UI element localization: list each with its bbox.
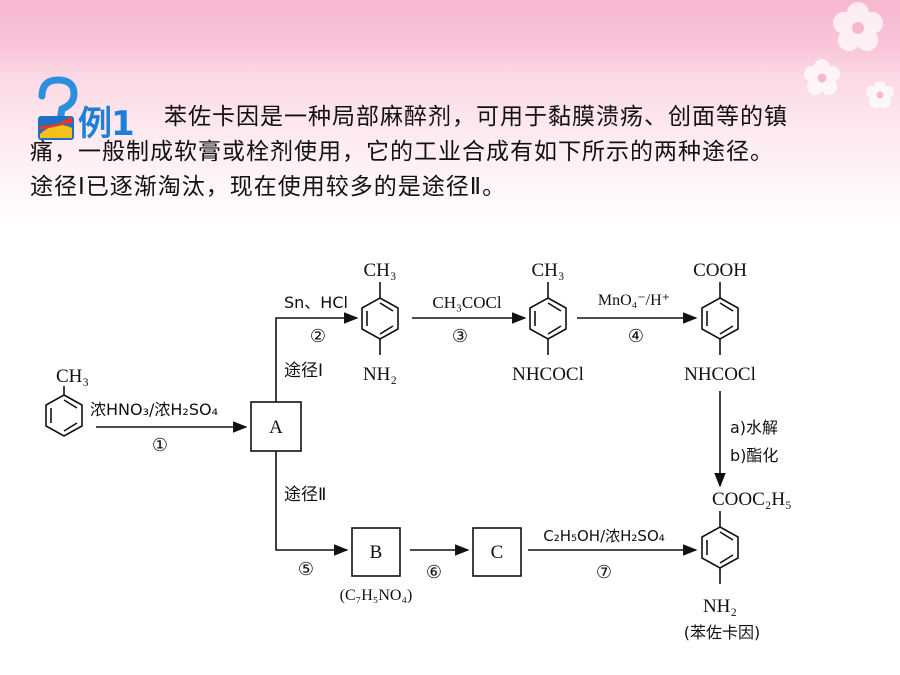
arrow-step-2 xyxy=(275,312,359,402)
step-1-label: ① xyxy=(152,435,168,456)
step-3-label: ③ xyxy=(452,326,468,347)
box-c xyxy=(472,527,522,577)
reagent-2: Sn、HCl xyxy=(284,293,348,312)
compound-3-ring xyxy=(701,282,739,355)
reagent-5b: b)酯化 xyxy=(730,446,778,465)
arrow-step-5 xyxy=(275,451,349,556)
header-fade xyxy=(0,78,900,228)
reagent-4: MnO₄⁻/H⁺ xyxy=(598,292,670,309)
problem-line-3: 途径Ⅰ已逐渐淘汰，现在使用较多的是途径Ⅱ。 xyxy=(30,174,507,200)
problem-line-1: 苯佐卡因是一种局部麻醉剂，可用于黏膜溃疡、创面等的镇 xyxy=(164,104,788,130)
problem-line-2: 痛，一般制成软膏或栓剂使用，它的工业合成有如下所示的两种途径。 xyxy=(30,139,774,165)
product-name: (苯佐卡因) xyxy=(684,623,761,642)
product-ring xyxy=(701,511,739,584)
header-band xyxy=(0,0,900,78)
product-nh2: NH₂ xyxy=(703,596,737,617)
toluene-ch3: CH₃ xyxy=(56,366,89,387)
reagent-5a: a)水解 xyxy=(730,418,778,437)
route-2-label: 途径Ⅱ xyxy=(284,485,326,505)
box-c-label: C xyxy=(491,542,504,563)
step-2-label: ② xyxy=(310,326,326,347)
compound-1-nh2: NH₂ xyxy=(363,364,397,385)
box-b xyxy=(351,527,401,577)
compound-1-ch3: CH₃ xyxy=(363,260,396,281)
compound-3-nhcocl: NHCOCl xyxy=(684,364,756,385)
b-formula: (C₇H₅NO₄) xyxy=(340,587,413,604)
example-label: 例1 xyxy=(78,104,135,144)
step-6-label: ⑥ xyxy=(426,562,442,583)
compound-2-ring xyxy=(529,282,567,355)
compound-1-ring xyxy=(361,282,399,355)
toluene-ring xyxy=(45,386,83,437)
step-5-label: ⑤ xyxy=(298,559,314,580)
compound-2-nhcocl: NHCOCl xyxy=(512,364,584,385)
step-4-label: ④ xyxy=(628,326,644,347)
step-7-label: ⑦ xyxy=(596,562,612,583)
compound-3-cooh: COOH xyxy=(693,260,747,281)
problem-text: 苯佐卡因是一种局部麻醉剂，可用于黏膜溃疡、创面等的镇 痛，一般制成软膏或栓剂使用… xyxy=(30,100,890,205)
reagent-1: 浓HNO₃/浓H₂SO₄ xyxy=(90,400,218,419)
box-a-label: A xyxy=(269,417,283,438)
reagent-7: C₂H₅OH/浓H₂SO₄ xyxy=(543,527,665,545)
compound-2-ch3: CH₃ xyxy=(531,260,564,281)
route-1-label: 途径Ⅰ xyxy=(284,361,323,381)
box-b-label: B xyxy=(370,542,383,563)
product-cooc2h5: COOC₂H₅ xyxy=(712,489,792,510)
flower-decoration-icon xyxy=(804,2,894,108)
question-badge-icon xyxy=(38,76,78,140)
reagent-3: CH₃COCl xyxy=(432,293,501,312)
